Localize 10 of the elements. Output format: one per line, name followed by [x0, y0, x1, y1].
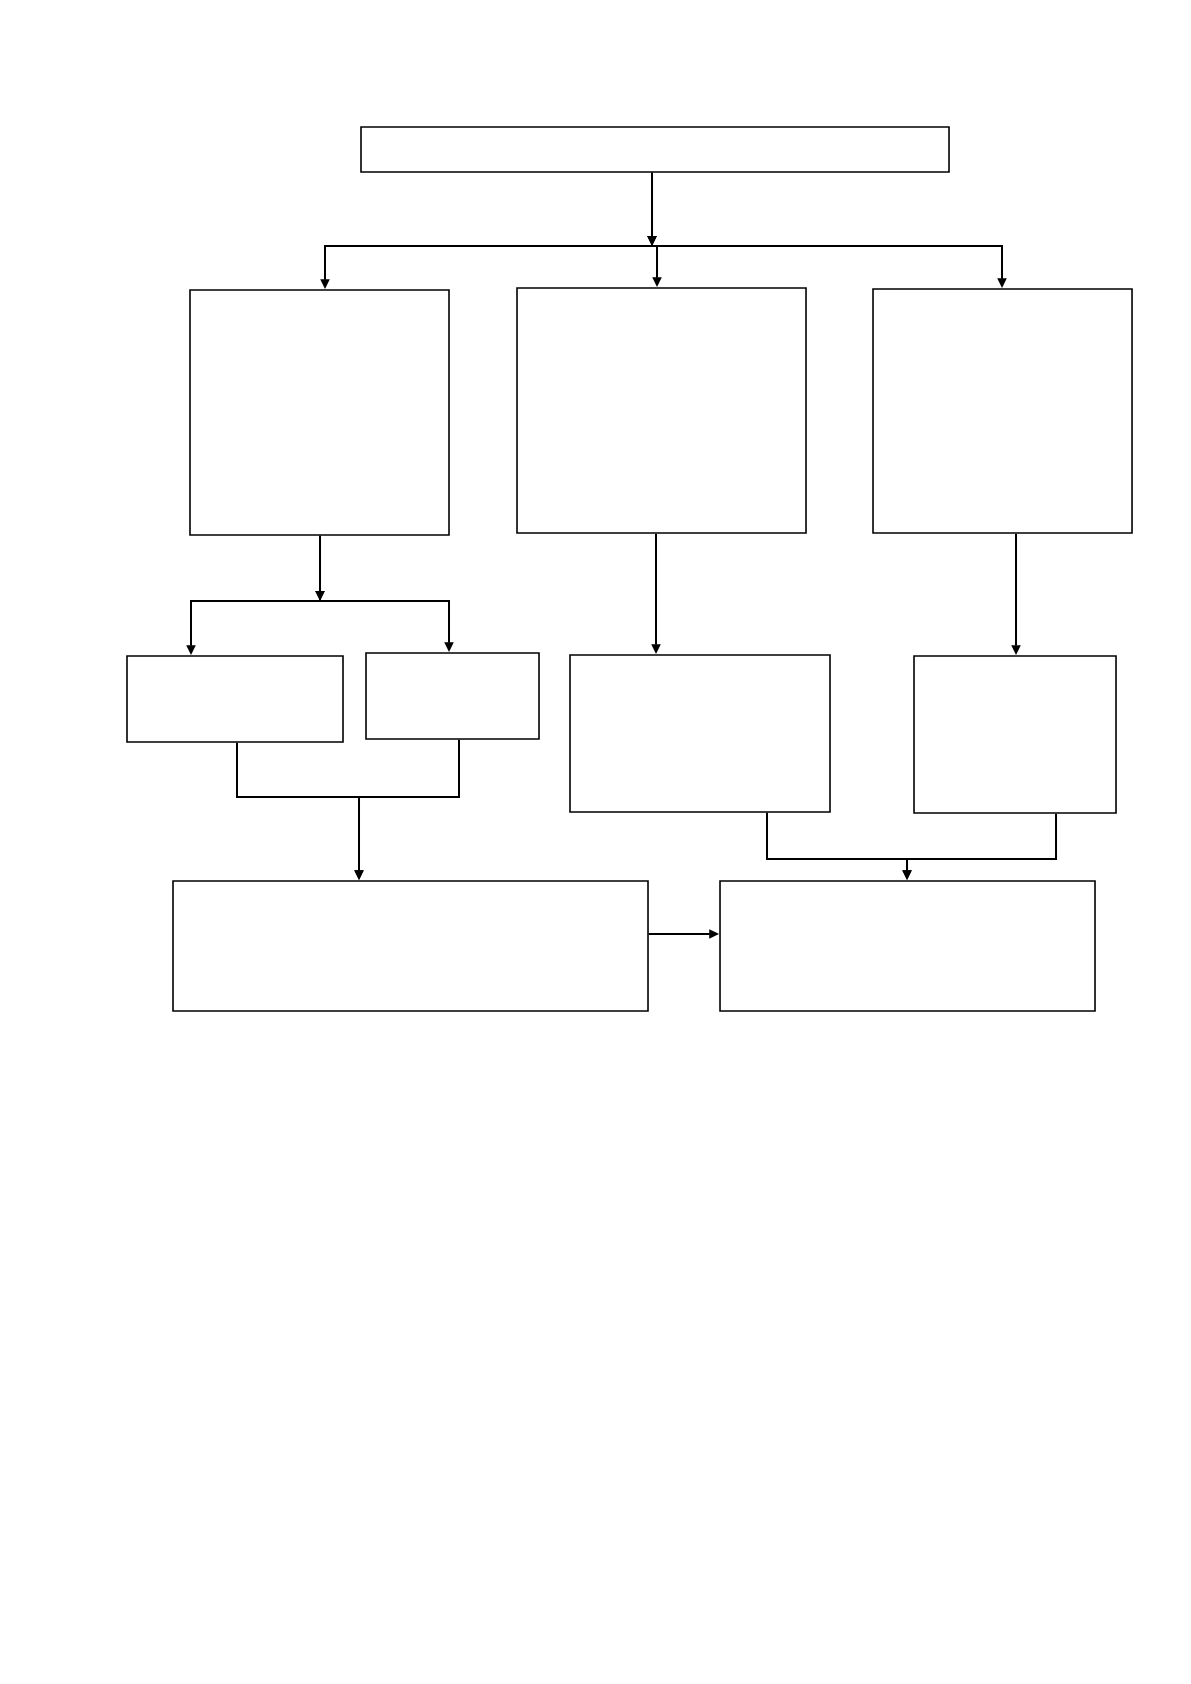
empty-box [569, 654, 831, 813]
empty-box [126, 655, 344, 743]
empty-box [360, 126, 950, 173]
empty-box [872, 288, 1133, 534]
empty-box [913, 655, 1117, 814]
empty-box [719, 880, 1096, 1012]
empty-box [172, 880, 649, 1012]
empty-box [189, 289, 450, 536]
empty-box [516, 287, 807, 534]
empty-box [365, 652, 540, 740]
